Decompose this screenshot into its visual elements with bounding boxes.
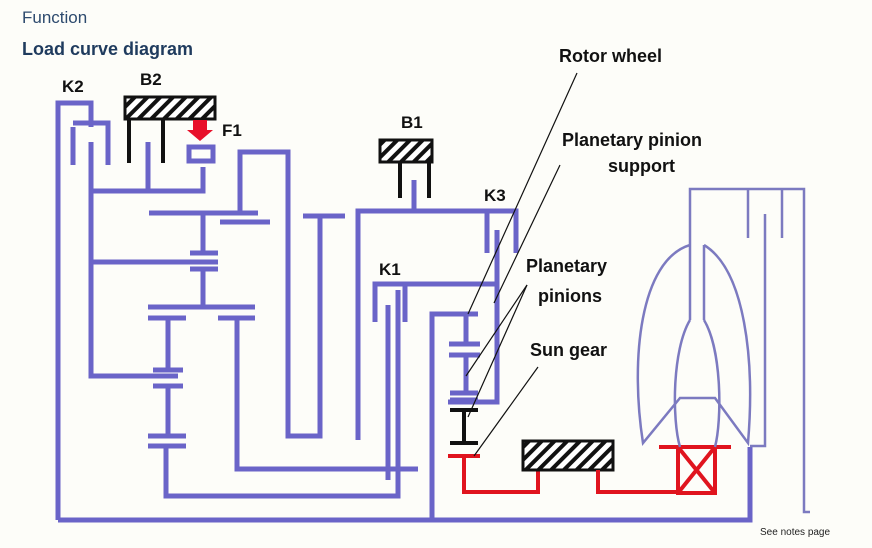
label-k2: K2: [62, 77, 84, 96]
footer-note: See notes page: [760, 527, 830, 538]
clutch-k1: [372, 281, 497, 480]
leader-planetary-pinion-support: [493, 164, 561, 304]
label-planetary-pinions-2: pinions: [538, 286, 602, 306]
freewheel-arrow-icon: [187, 120, 213, 141]
label-planetary-pinion-support-1: Planetary pinion: [562, 130, 702, 150]
label-planetary-pinions-1: Planetary: [526, 256, 607, 276]
clutch-k2: [70, 120, 218, 379]
brake-b1: [378, 138, 434, 211]
brake-b2: [123, 95, 217, 163]
left-planetary-set: [148, 149, 418, 499]
label-sun-gear: Sun gear: [530, 340, 607, 360]
clutch-k3: [355, 208, 519, 440]
sun-gear: [450, 408, 478, 445]
leader-rotor-wheel: [467, 72, 578, 315]
label-b1: B1: [401, 113, 423, 132]
leader-lines: [465, 72, 578, 457]
label-f1: F1: [222, 121, 242, 140]
leader-planetary-pinions-a: [465, 284, 528, 377]
section-title: Function: [22, 8, 88, 27]
diagram-title: Load curve diagram: [22, 39, 194, 59]
leader-planetary-pinions-b: [467, 284, 528, 418]
leader-sun-gear: [473, 366, 539, 457]
label-rotor-wheel: Rotor wheel: [559, 46, 662, 66]
torque-converter: [636, 187, 810, 514]
output-shaft: [448, 439, 731, 495]
center-planetary-set: [432, 311, 480, 403]
freewheel-f1: [186, 120, 216, 164]
label-k1: K1: [379, 260, 401, 279]
label-b2: B2: [140, 70, 162, 89]
output-housing: [521, 439, 615, 472]
label-planetary-pinion-support-2: support: [608, 156, 675, 176]
label-k3: K3: [484, 186, 506, 205]
